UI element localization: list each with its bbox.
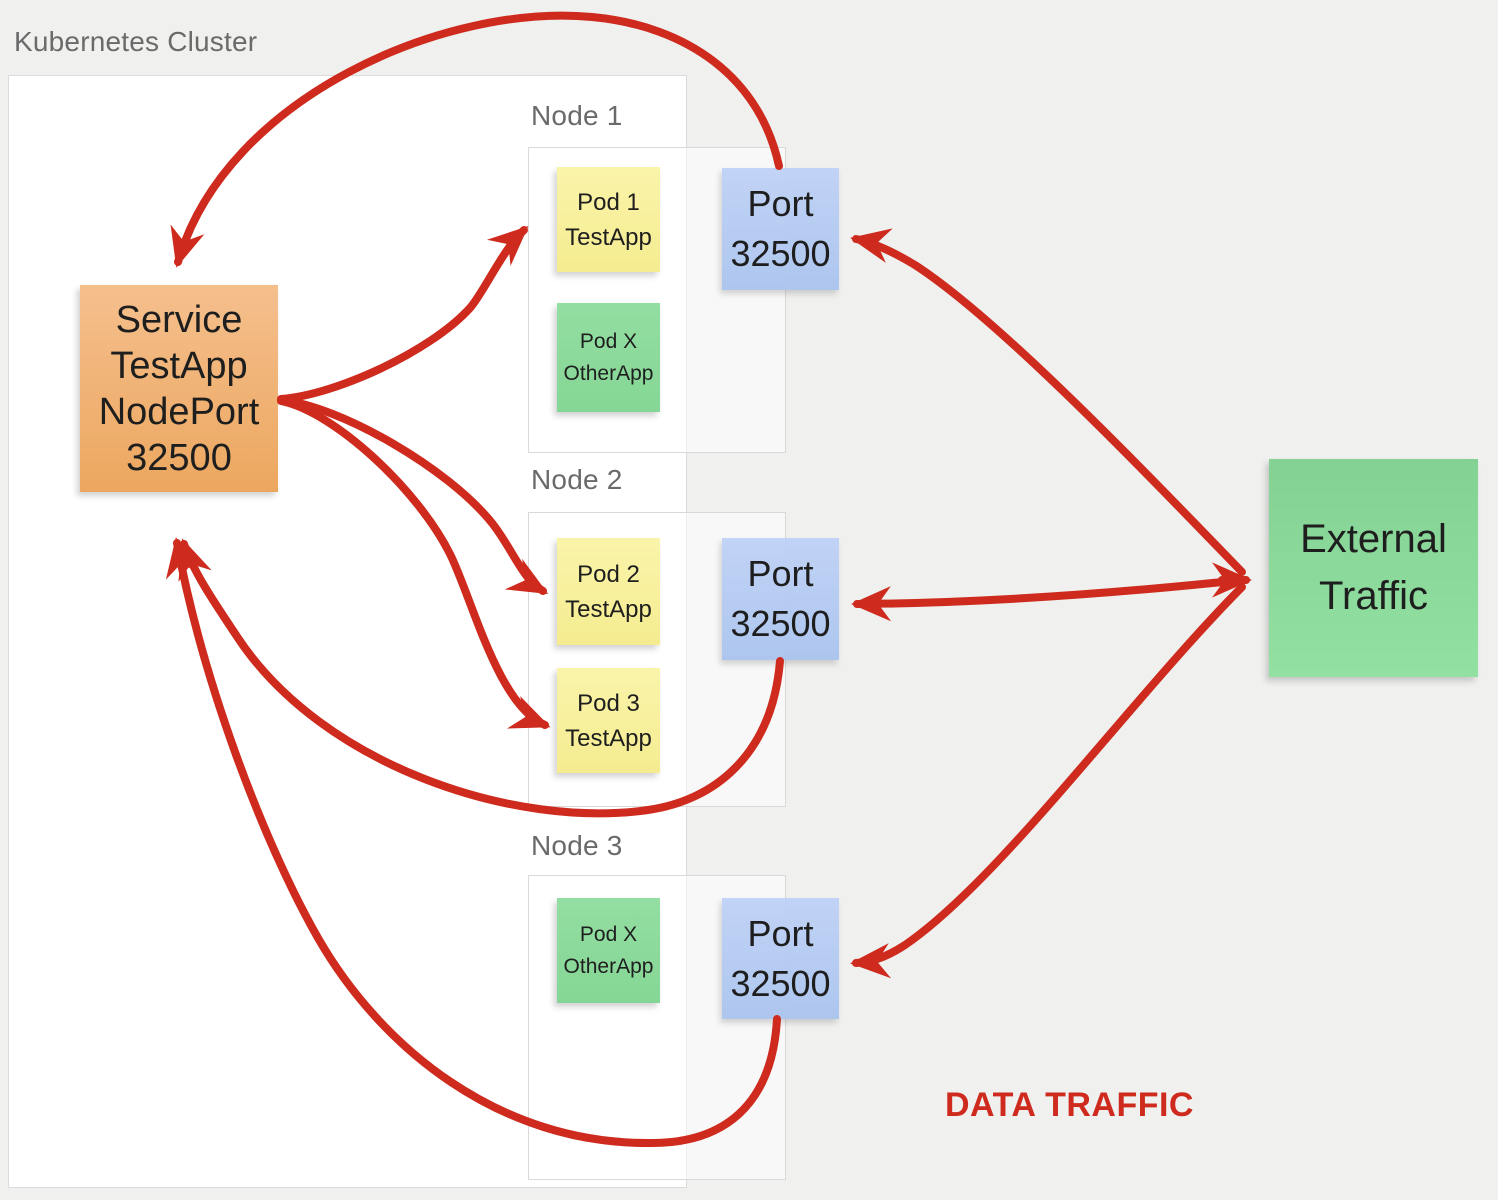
pod-label: Pod 2	[577, 560, 640, 588]
arrow-external-to-port3	[850, 583, 1246, 979]
node-1-title: Node 1	[531, 100, 623, 131]
external-label: Traffic	[1319, 574, 1428, 618]
service-line: Service	[115, 298, 243, 341]
external-traffic-box: External Traffic	[1269, 459, 1478, 677]
node-1-port: Port 32500	[722, 168, 839, 290]
pod-label: Pod 3	[577, 689, 640, 717]
cluster-title: Kubernetes Cluster	[14, 26, 258, 57]
port-label: Port	[747, 912, 814, 954]
service-line: 32500	[126, 436, 232, 479]
node-3-port: Port 32500	[722, 898, 839, 1019]
external-label: External	[1300, 517, 1447, 561]
pod-label: Pod 1	[577, 188, 640, 216]
pod-x-otherapp-node1: Pod X OtherApp	[557, 303, 660, 412]
node-2-title: Node 2	[531, 464, 623, 495]
pod-label: Pod X	[579, 922, 638, 946]
service-box: Service TestApp NodePort 32500	[80, 285, 278, 492]
pod-label: Pod X	[579, 329, 638, 353]
pod-2-testapp: Pod 2 TestApp	[557, 538, 660, 645]
data-traffic-legend: DATA TRAFFIC	[945, 1086, 1194, 1124]
port-number: 32500	[730, 962, 831, 1004]
node-3-title: Node 3	[531, 830, 623, 861]
pod-app-label: TestApp	[565, 595, 652, 623]
port-label: Port	[747, 183, 814, 224]
pod-app-label: TestApp	[565, 724, 652, 752]
pod-x-otherapp-node3: Pod X OtherApp	[557, 898, 660, 1003]
port-number: 32500	[730, 233, 831, 274]
arrow-external-to-port2	[851, 576, 1246, 622]
pod-app-label: OtherApp	[563, 954, 654, 978]
pod-1-testapp: Pod 1 TestApp	[557, 167, 660, 272]
service-line: TestApp	[110, 344, 248, 387]
service-line: NodePort	[98, 390, 260, 433]
pod-app-label: TestApp	[565, 223, 652, 251]
port-label: Port	[747, 553, 814, 594]
pod-app-label: OtherApp	[563, 361, 654, 385]
arrow-external-to-port1	[850, 228, 1246, 576]
port-number: 32500	[730, 603, 831, 644]
node-2-port: Port 32500	[722, 538, 839, 660]
pod-3-testapp: Pod 3 TestApp	[557, 668, 660, 773]
